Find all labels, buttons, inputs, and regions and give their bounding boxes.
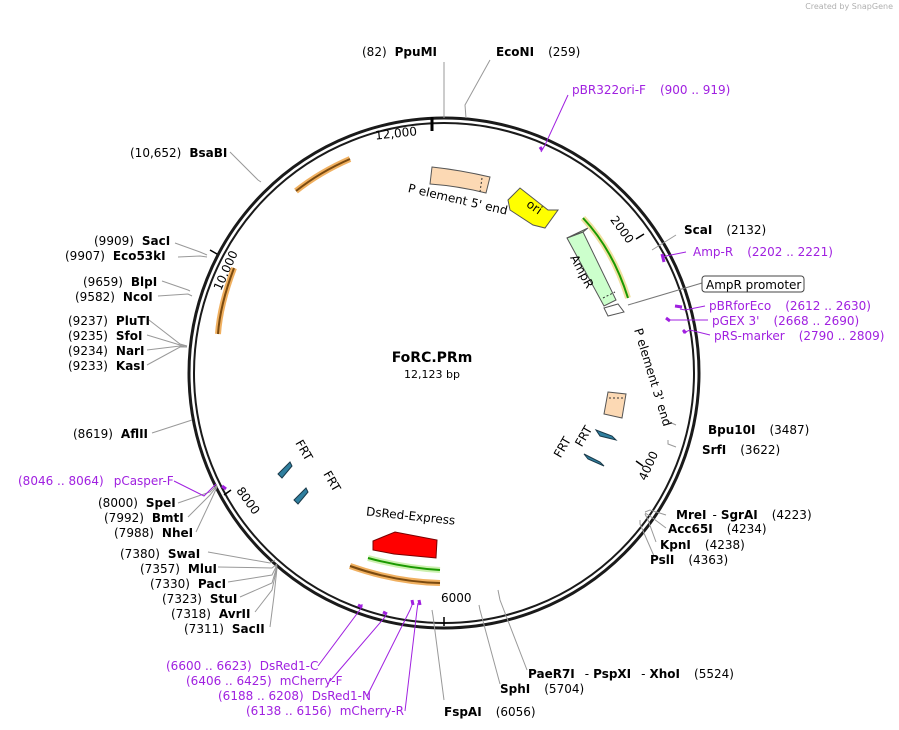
feature-label-frt-2: FRT <box>551 434 574 460</box>
tick-label-12000: 12,000 <box>374 124 417 142</box>
plasmid-name: FoRC.PRm <box>392 350 473 366</box>
primer-label: pBR322ori-F(900 .. 919) <box>572 83 730 97</box>
enzyme-label: PaeR7I-PspXI-XhoI(5524) <box>528 667 734 681</box>
enzyme-label: (9659)BlpI <box>83 275 157 289</box>
enzyme-label: (82)PpuMI <box>362 45 437 59</box>
enzyme-label: (8619)AflII <box>73 427 148 441</box>
primer-marks <box>221 146 688 616</box>
primer-label: (6600 .. 6623)DsRed1-C <box>166 659 318 673</box>
feature-ori: ori <box>507 187 559 229</box>
tick-marks <box>209 233 645 626</box>
feature-label-frt-1: FRT <box>572 423 595 449</box>
enzyme-label: EcoNI(259) <box>496 45 580 59</box>
primer-label: pBRforEco(2612 .. 2630) <box>709 299 871 313</box>
enzyme-label: (9235)SfoI <box>68 329 142 343</box>
feature-p-element-5: P element 5' end <box>407 166 509 218</box>
enzyme-label: (9907)Eco53kI <box>65 249 166 263</box>
primer-label: (6138 .. 6156)mCherry-R <box>246 704 404 718</box>
enzyme-labels: (82)PpuMI EcoNI(259) ScaI(2132) Bpu10I(3… <box>65 45 812 719</box>
enzyme-label: ScaI(2132) <box>684 223 766 237</box>
enzyme-label: (9237)PluTI <box>68 314 150 328</box>
enzyme-label: KpnI(4238) <box>660 538 745 552</box>
enzyme-label: (7357)MluI <box>140 562 217 576</box>
enzyme-label: (9233)KasI <box>68 359 145 373</box>
enzyme-label: FspAI(6056) <box>444 705 536 719</box>
primer-label: Amp-R(2202 .. 2221) <box>693 245 833 259</box>
primer-label: (6188 .. 6208)DsRed1-N <box>218 689 371 703</box>
plasmid-size: 12,123 bp <box>404 368 460 381</box>
tick-label-6000: 6000 <box>441 591 472 605</box>
enzyme-label: (7380)SwaI <box>120 547 200 561</box>
enzyme-label: (9909)SacI <box>94 234 170 248</box>
enzyme-label: (7992)BmtI <box>104 511 184 525</box>
primer-label: (6406 .. 6425)mCherry-F <box>186 674 343 688</box>
tick-label-4000: 4000 <box>636 449 661 483</box>
enzyme-label: (7323)StuI <box>162 592 237 606</box>
feature-label-p3: P element 3' end <box>631 327 674 428</box>
feature-ampr: AmpR <box>566 227 617 307</box>
tick-label-8000: 8000 <box>233 484 262 517</box>
enzyme-label: (7318)AvrII <box>171 607 250 621</box>
snapgene-credit: Created by SnapGene <box>805 2 893 11</box>
enzyme-connectors <box>146 59 677 701</box>
enzyme-label: SrfI(3622) <box>702 443 780 457</box>
feature-label-frt-3: FRT <box>292 437 315 463</box>
enzyme-label: (7988)NheI <box>114 526 193 540</box>
feature-p-element-3: P element 3' end <box>603 327 674 428</box>
feature-label-dsred: DsRed-Express <box>365 504 455 527</box>
enzyme-label: Acc65I(4234) <box>668 522 767 536</box>
feature-frt-left: FRT FRT <box>277 437 344 505</box>
feature-label-frt-4: FRT <box>320 468 343 494</box>
primer-label: (8046 .. 8064)pCasper-F <box>18 474 174 488</box>
feature-ampr-promoter: AmpR promoter <box>603 275 805 317</box>
feature-label-ampr-promoter: AmpR promoter <box>706 278 801 292</box>
enzyme-label: PslI(4363) <box>650 553 728 567</box>
primer-connectors <box>173 94 711 712</box>
enzyme-label: (9582)NcoI <box>75 290 153 304</box>
feature-frt-right: FRT FRT <box>551 423 618 467</box>
feature-dsred: DsRed-Express <box>365 504 456 559</box>
primer-label: pGEX 3'(2668 .. 2690) <box>712 314 859 328</box>
enzyme-label: (10,652)BsaBI <box>130 146 227 160</box>
tick-label-2000: 2000 <box>607 213 636 246</box>
orf-arcs <box>215 156 631 586</box>
primer-labels: pBR322ori-F(900 .. 919) Amp-R(2202 .. 22… <box>18 83 884 718</box>
enzyme-label: SphI(5704) <box>500 682 584 696</box>
enzyme-label: (8000)SpeI <box>98 496 176 510</box>
primer-label: pRS-marker(2790 .. 2809) <box>714 329 884 343</box>
enzyme-label: (7330)PacI <box>150 577 226 591</box>
enzyme-label: (9234)NarI <box>68 344 144 358</box>
enzyme-label: MreI-SgrAI(4223) <box>676 508 812 522</box>
enzyme-label: (7311)SacII <box>184 622 265 636</box>
enzyme-label: Bpu10I(3487) <box>708 423 809 437</box>
